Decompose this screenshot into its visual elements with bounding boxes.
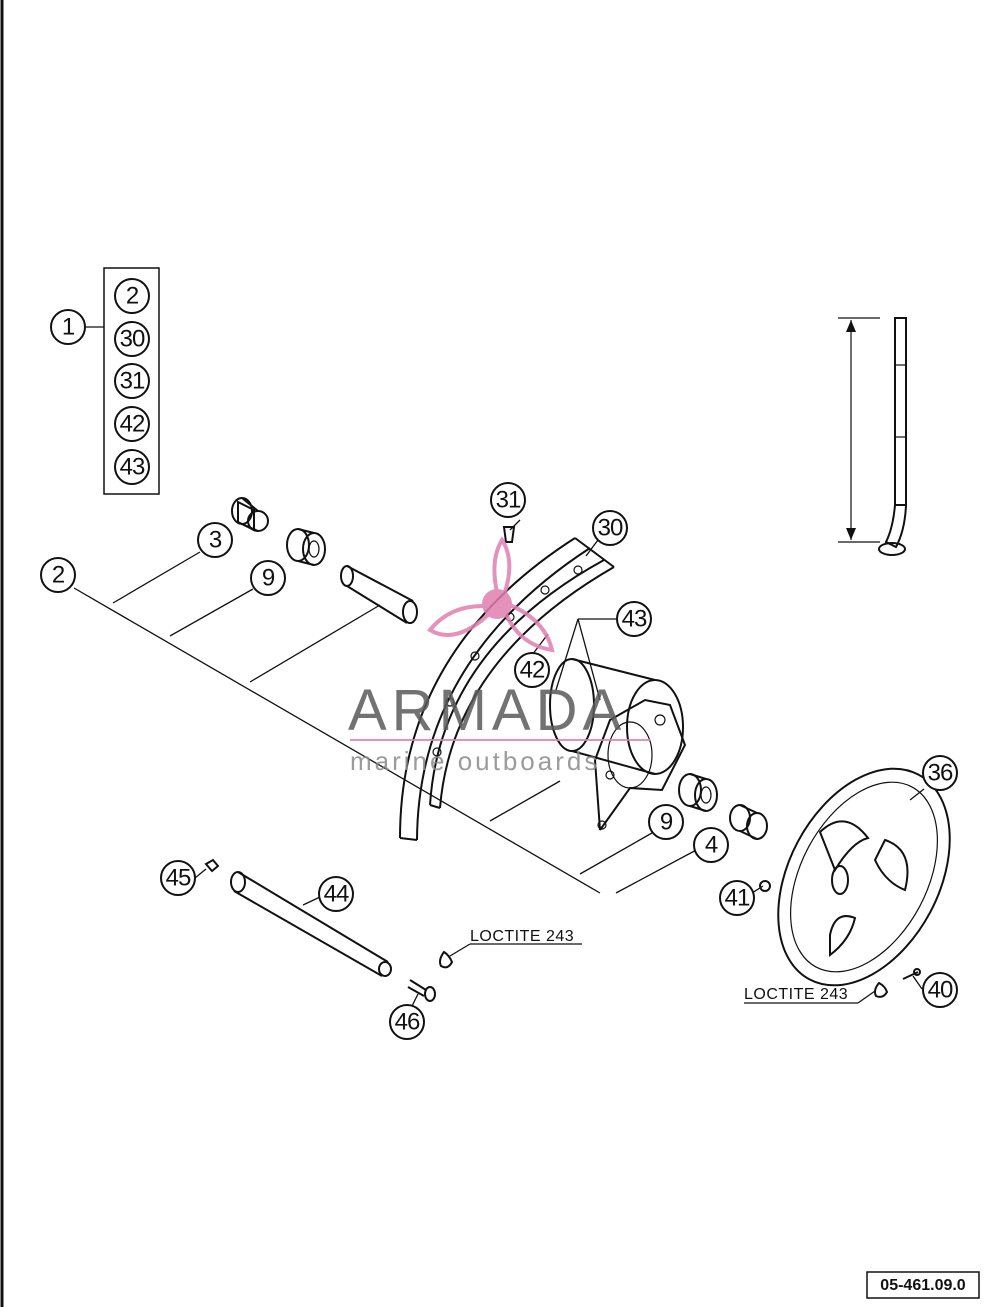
bearing-right [678,773,718,812]
watermark-brand: ARMADA [348,678,626,743]
callout-nipple: 31 [490,482,526,518]
svg-text:2: 2 [126,283,139,310]
svg-text:30: 30 [598,515,623,542]
clamp-bolt [407,979,436,1002]
svg-text:42: 42 [120,411,145,438]
svg-text:43: 43 [120,454,145,481]
callout-axle-kit: 2 [40,557,76,593]
wheel-rim [399,537,615,841]
callout-axle-nut: 45 [160,860,196,896]
callout-disc-nut: 41 [719,880,755,916]
loctite-note-right: LOCTITE 243 [744,986,848,1003]
callout-axle: 44 [318,876,354,912]
loctite-drop-right [874,981,889,998]
callout-kit-main: 1 [50,309,86,345]
svg-text:31: 31 [120,368,145,395]
svg-text:45: 45 [166,865,191,892]
callout-spokes: 43 [616,601,652,637]
svg-text:9: 9 [262,565,275,592]
spoke-drawing [838,317,907,556]
svg-text:42: 42 [520,657,545,684]
watermark-tagline: marine outboards [350,746,600,776]
callout-clamp-bolt: 46 [389,1004,425,1040]
callout-bearing-left: 9 [250,560,286,596]
brake-disc [777,767,951,987]
axle-nut [204,858,220,873]
watermark-propeller-blade [427,603,491,637]
svg-text:9: 9 [660,809,673,836]
watermark-propeller-blade [492,536,512,594]
callout-spoke-set: 42 [514,652,550,688]
callout-kit-item: 30 [114,321,150,357]
disc-bolt [902,968,921,980]
callout-kit-item: 43 [114,449,150,485]
drawing-code-box: 05-461.09.0 [866,1271,980,1299]
disc-nut [759,880,771,892]
callout-brake-disc: 36 [922,755,958,791]
watermark-propeller-blade [503,602,555,653]
callout-kit-item: 42 [114,406,150,442]
callout-kit-item: 2 [114,278,150,314]
callout-bearing-right: 9 [648,804,684,840]
svg-text:41: 41 [725,885,750,912]
kit-box [103,267,160,495]
callout-kit-item: 31 [114,363,150,399]
loctite-drop-left [439,950,454,969]
svg-text:31: 31 [496,487,521,514]
svg-text:30: 30 [120,326,145,353]
axle [230,871,392,977]
bearing-left [286,528,326,566]
drawing-code: 05-461.09.0 [880,1277,966,1294]
watermark-logo: ARMADA marine outboards [348,536,650,776]
svg-text:44: 44 [324,881,349,908]
svg-text:3: 3 [209,527,222,554]
callout-spacer-left: 3 [197,522,233,558]
spacer-left [231,497,269,532]
svg-text:36: 36 [928,760,953,787]
spacer-right [729,804,768,840]
leader-lines [73,519,925,1011]
distance-tube [340,565,418,624]
watermark-propeller-hub [482,589,512,619]
svg-text:40: 40 [928,977,953,1004]
loctite-note-left: LOCTITE 243 [470,928,574,945]
wheel-hub [549,658,687,831]
svg-text:43: 43 [622,606,647,633]
svg-text:1: 1 [62,314,75,341]
spoke-nipple [502,526,516,543]
callout-disc-bolt: 40 [922,972,958,1008]
svg-text:4: 4 [705,832,718,859]
svg-text:46: 46 [395,1009,420,1036]
kit-group: 1 2 30 31 42 43 [50,267,160,495]
callout-rim: 30 [592,510,628,546]
svg-text:2: 2 [52,562,65,589]
callout-spacer-right: 4 [693,827,729,863]
